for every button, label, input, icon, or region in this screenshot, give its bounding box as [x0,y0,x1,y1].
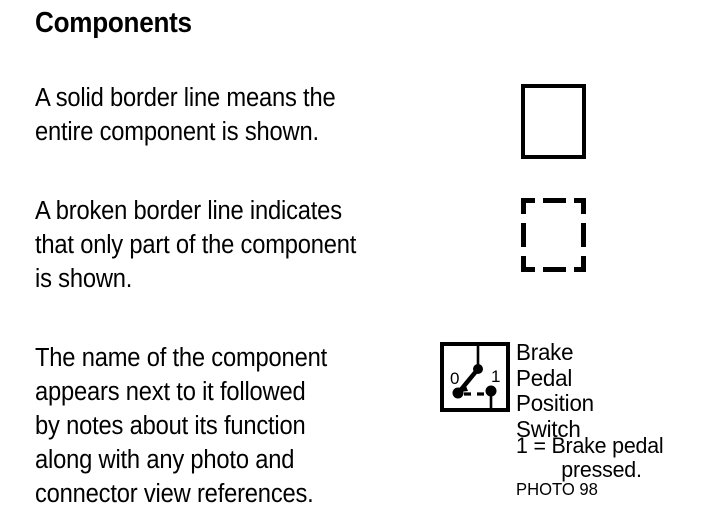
dash-segment-left-bottom [521,256,526,272]
dash-segment-right-middle [581,223,586,247]
brake-pedal-position-switch-symbol: 0 1 [440,342,510,412]
switch-schematic-icon: 0 1 [450,346,500,408]
dash-segment-bottom-left [521,267,535,272]
component-note-line-1: 1 = Brake pedal [516,433,664,458]
paragraph-solid-border-explanation: A solid border line means the entire com… [35,84,336,146]
component-note-line-2: pressed. [561,457,642,482]
broken-border-rectangle [521,198,586,272]
component-name-label: Brake Pedal Position Switch [516,339,594,442]
dash-segment-right-top [581,198,586,214]
dash-segment-top-center [543,198,566,203]
page-title: Components [35,7,192,39]
dash-segment-right-bottom [581,256,586,272]
dash-segment-bottom-center [543,267,566,272]
dash-segment-left-top [521,198,526,214]
dash-segment-top-right [574,198,586,203]
switch-terminal-label-0: 0 [450,369,459,388]
switch-terminal-label-1: 1 [491,367,500,386]
dash-segment-left-middle [521,223,526,247]
dash-segment-bottom-right [574,267,586,272]
component-function-note: 1 = Brake pedal pressed. [516,434,687,482]
paragraph-naming-explanation: The name of the component appears next t… [35,344,327,508]
dash-segment-top-left [521,198,535,203]
paragraph-broken-border-explanation: A broken border line indicates that only… [35,197,357,293]
photo-reference-label: PHOTO 98 [516,479,598,499]
solid-border-rectangle [521,84,586,159]
